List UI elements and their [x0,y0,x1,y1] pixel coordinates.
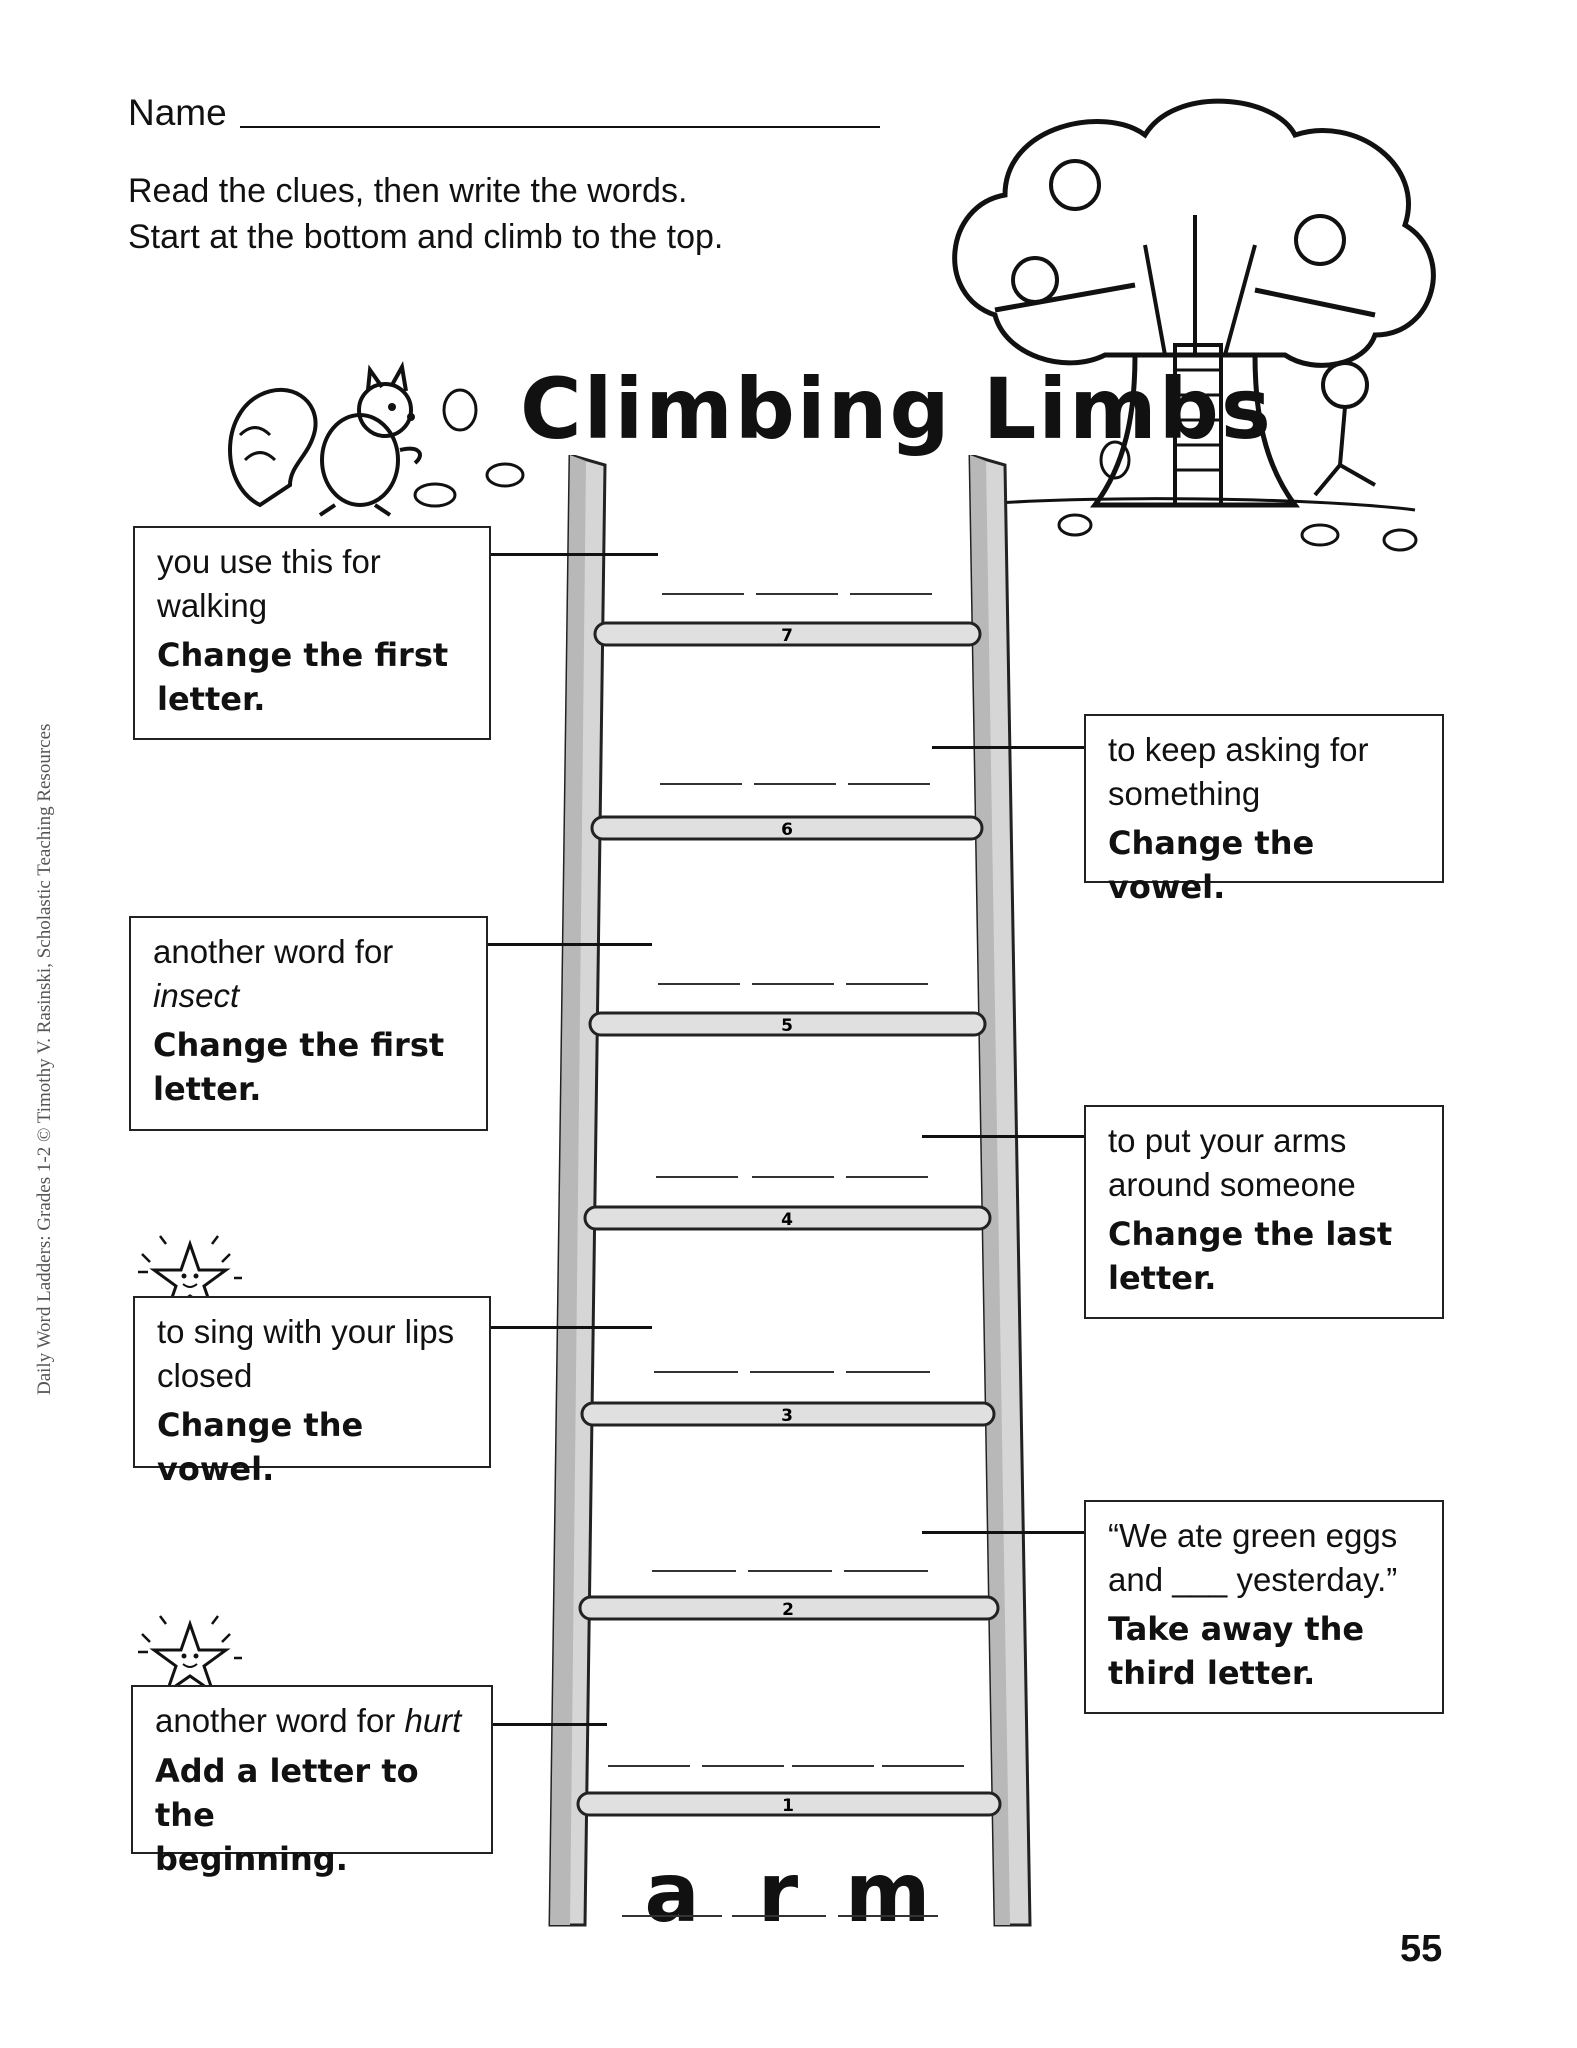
clue-connector [922,1135,1084,1138]
clue-box-rung-5: another word for insect Change the first… [129,916,488,1131]
answer-blank[interactable] [658,983,740,985]
svg-text:2: 2 [782,1600,794,1620]
clue-connector [488,943,652,946]
star-icon [138,1615,242,1696]
answer-blank[interactable] [848,783,930,785]
clue-connector [932,746,1084,749]
svg-text:7: 7 [781,626,793,646]
clue-connector [492,1723,607,1726]
answer-blank[interactable] [846,1176,928,1178]
svg-text:1: 1 [782,1796,794,1816]
svg-text:5: 5 [781,1016,793,1036]
clue-description: another word for hurt [155,1702,462,1739]
start-word-underline [732,1915,826,1917]
answer-blank[interactable] [748,1570,832,1572]
clue-box-rung-4: to put your arms around someone Change t… [1084,1105,1444,1319]
answer-blank[interactable] [652,1570,736,1572]
answer-blank[interactable] [882,1765,964,1767]
instruction-line-1: Read the clues, then write the words. [128,172,688,210]
start-word-underline [622,1915,722,1917]
clue-box-rung-3: to sing with your lips closed Change the… [133,1296,491,1488]
name-write-line[interactable] [240,126,880,128]
ladder-rung-6: 6 [590,815,984,841]
clue-description: to put your arms [1108,1122,1347,1159]
answer-blank[interactable] [792,1765,874,1767]
answer-blank[interactable] [662,593,744,595]
answer-blank[interactable] [656,1176,738,1178]
svg-text:4: 4 [781,1210,793,1230]
instruction-line-2: Start at the bottom and climb to the top… [128,218,724,256]
clue-description: something [1108,774,1261,812]
answer-blank[interactable] [844,1570,928,1572]
answer-blank[interactable] [660,783,742,785]
page-number: 55 [1400,1928,1443,1970]
ladder-rung-5: 5 [588,1011,987,1037]
answer-blank[interactable] [846,1371,930,1373]
ladder-rung-3: 3 [580,1401,996,1427]
clue-box-rung-6: to keep asking for something Change the … [1084,714,1444,906]
clue-description: around someone [1108,1165,1356,1203]
answer-blank[interactable] [750,1371,834,1373]
answer-blank[interactable] [756,593,838,595]
clue-box-rung-1: another word for hurt Add a letter to th… [131,1685,493,1878]
answer-blank[interactable] [850,593,932,595]
start-word-letter: m [845,1846,931,1941]
clue-description: walking [157,586,268,624]
squirrel-illustration [228,361,525,517]
clue-connector [491,1326,652,1329]
clue-description: another word for [153,933,394,970]
clue-description: you use this for [157,543,381,580]
clue-description: to sing with your lips [157,1313,455,1350]
copyright-credit: Daily Word Ladders: Grades 1-2 © Timothy… [34,723,55,1395]
svg-text:3: 3 [781,1406,793,1426]
ladder-rung-2: 2 [578,1595,1000,1621]
ladder-rung-7: 7 [593,621,982,647]
tree-house-illustration [952,98,1436,552]
clue-connector [922,1531,1084,1534]
start-word-underline [838,1915,938,1917]
answer-blank[interactable] [608,1765,690,1767]
answer-blank[interactable] [846,983,928,985]
clue-description: closed [157,1356,253,1394]
clue-description: “We ate green eggs [1108,1517,1398,1554]
svg-text:6: 6 [781,820,793,840]
answer-blank[interactable] [702,1765,784,1767]
clue-instruction: Change the vowel. [157,1406,364,1489]
clue-description: insect [153,976,240,1014]
answer-blank[interactable] [754,783,836,785]
clue-connector [491,553,658,556]
answer-blank[interactable] [752,983,834,985]
name-label: Name [128,92,227,133]
clue-box-rung-7: you use this for walking Change the firs… [133,526,491,740]
ladder-illustration: 7 6 5 4 3 2 1 [548,455,1032,1927]
clue-instruction: Change the vowel. [1108,824,1315,907]
clue-description: and ___ yesterday.” [1108,1560,1398,1598]
ladder-rung-1: 1 [576,1791,1002,1817]
worksheet-title: Climbing Limbs [520,360,1273,458]
answer-blank[interactable] [752,1176,834,1178]
start-word-letter: a [644,1846,700,1941]
ladder-rung-4: 4 [583,1205,992,1231]
start-word-letter: r [757,1846,799,1941]
clue-box-rung-2: “We ate green eggs and ___ yesterday.” T… [1084,1500,1444,1714]
clue-description: to keep asking for [1108,731,1369,768]
answer-blank[interactable] [654,1371,738,1373]
